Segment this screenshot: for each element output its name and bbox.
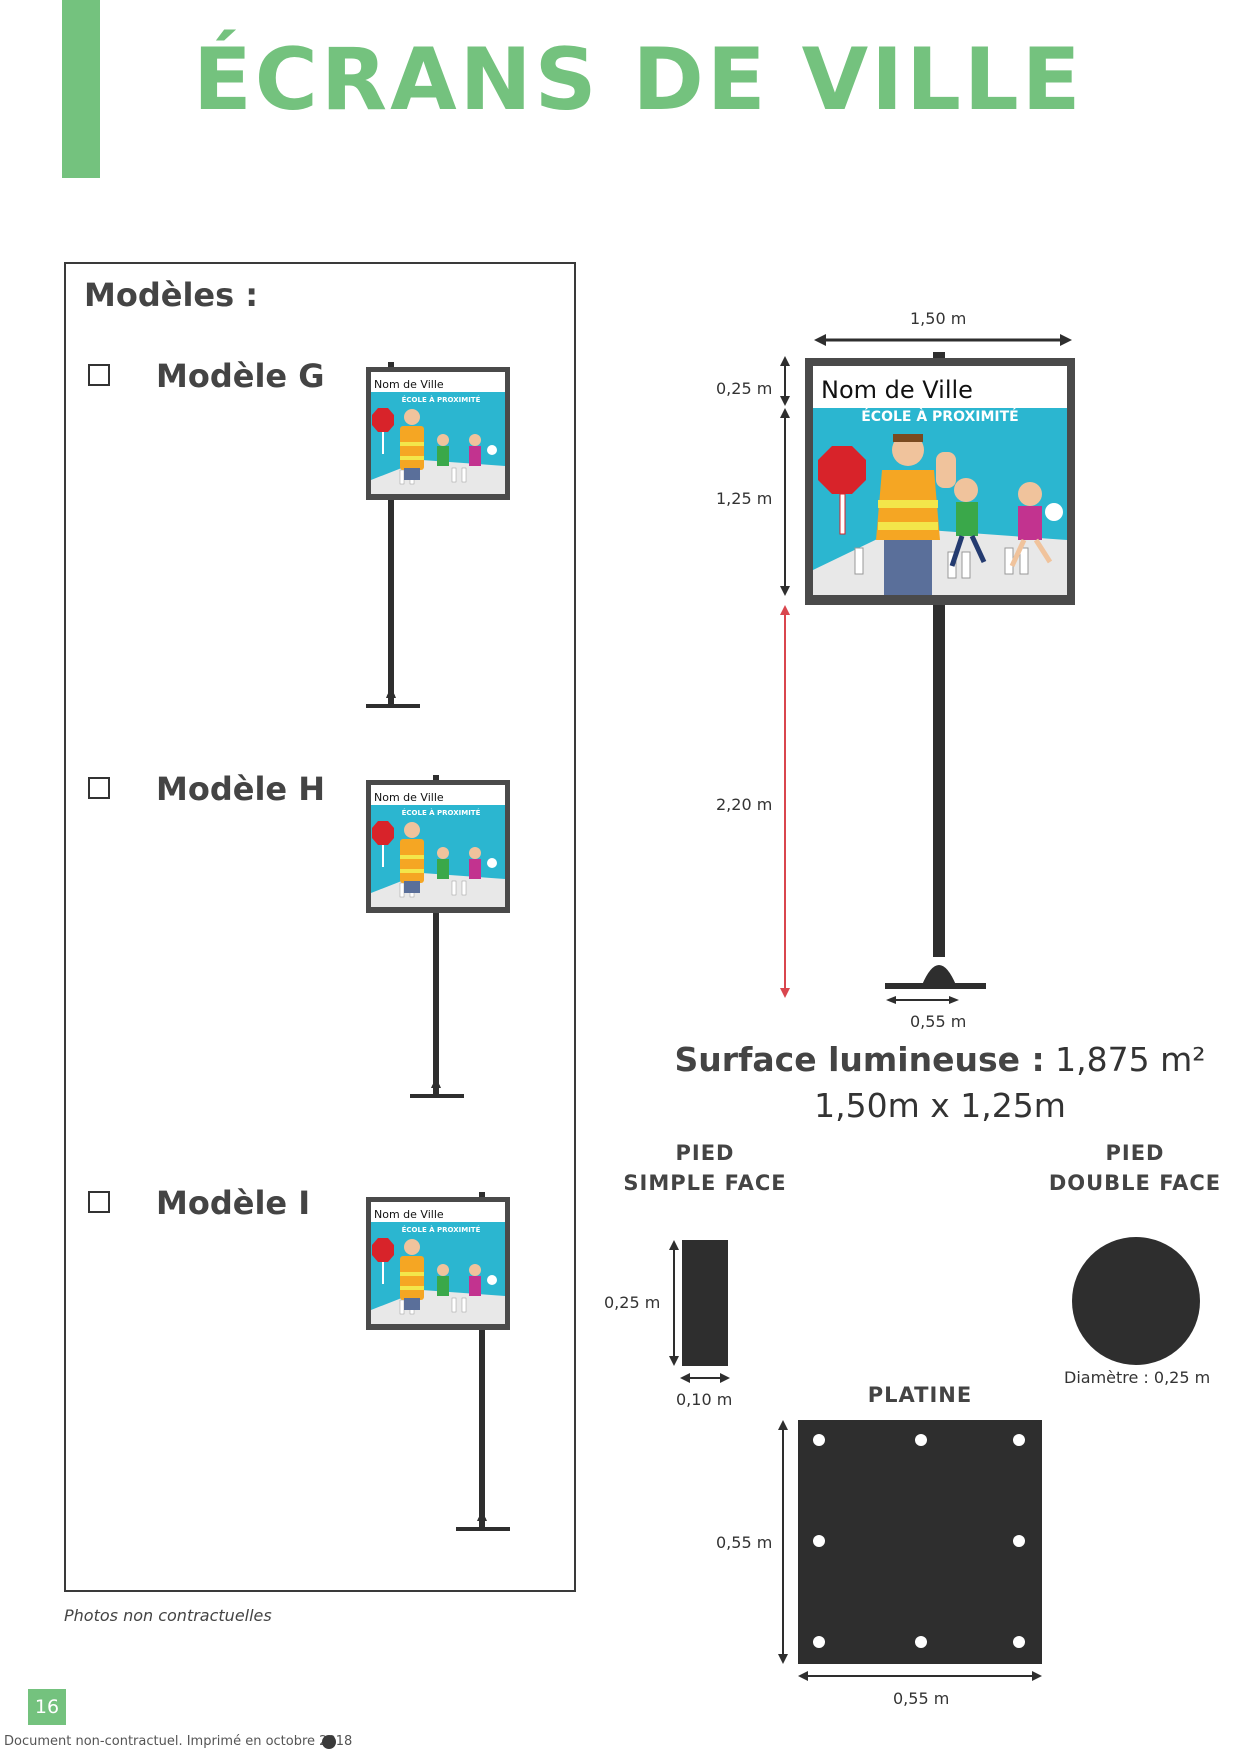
dim-pole-height-label: 2,20 m (716, 795, 773, 814)
pied-double-label-1: PIED (1105, 1141, 1165, 1165)
pied-simple-heading: PIED SIMPLE FACE (610, 1138, 800, 1198)
pied-simple-label-2: SIMPLE FACE (623, 1171, 787, 1195)
page-title: ÉCRANS DE VILLE (193, 30, 1084, 130)
large-sign-subtitle: ÉCOLE À PROXIMITÉ (861, 409, 1019, 425)
model-i-sign-subtitle: ÉCOLE À PROXIMITÉ (401, 1226, 481, 1234)
model-g-sign-name: Nom de Ville (374, 378, 444, 391)
pied-simple-label-1: PIED (675, 1141, 735, 1165)
pied-simple-width-label: 0,10 m (676, 1390, 733, 1409)
dim-header-height-label: 0,25 m (716, 379, 773, 398)
model-h-label: Modèle H (156, 770, 326, 808)
footer-icon (322, 1735, 336, 1749)
dim-base-width-label: 0,55 m (910, 1012, 967, 1031)
model-g-sign-subtitle: ÉCOLE À PROXIMITÉ (401, 396, 481, 404)
surface-value: 1,875 m² (1055, 1040, 1206, 1079)
model-h-sign-subtitle: ÉCOLE À PROXIMITÉ (401, 809, 481, 817)
footer-text: Document non-contractuel. Imprimé en oct… (4, 1734, 353, 1749)
pied-simple-height-label: 0,25 m (604, 1293, 661, 1312)
page-number: 16 (28, 1689, 66, 1725)
model-i-checkbox[interactable] (88, 1191, 110, 1213)
models-panel (64, 262, 576, 1592)
large-sign-name: Nom de Ville (821, 376, 973, 404)
model-g-sign-illustration (366, 362, 510, 708)
platine-width-label: 0,55 m (893, 1689, 950, 1708)
model-g-label: Modèle G (156, 357, 325, 395)
accent-bar (62, 0, 100, 178)
model-g-checkbox[interactable] (88, 364, 110, 386)
surface-size: 1,50m x 1,25m (814, 1086, 1066, 1125)
surface-line: Surface lumineuse : 1,875 m² (600, 1040, 1240, 1079)
model-i-sign-name: Nom de Ville (374, 1208, 444, 1221)
model-h-sign-name: Nom de Ville (374, 791, 444, 804)
models-heading: Modèles : (84, 276, 259, 314)
pied-double-label-2: DOUBLE FACE (1048, 1171, 1222, 1195)
model-i-sign-illustration (366, 1192, 510, 1531)
platine-height-label: 0,55 m (716, 1533, 773, 1552)
model-h-checkbox[interactable] (88, 777, 110, 799)
model-h-sign-illustration (366, 775, 510, 1098)
platine-heading: PLATINE (867, 1383, 973, 1407)
dim-panel-height-label: 1,25 m (716, 489, 773, 508)
pied-double-heading: PIED DOUBLE FACE (1040, 1138, 1230, 1198)
dim-width-label: 1,50 m (910, 309, 967, 328)
surface-label: Surface lumineuse : (674, 1040, 1045, 1079)
photos-note: Photos non contractuelles (64, 1606, 272, 1625)
pied-double-diameter-label: Diamètre : 0,25 m (1064, 1368, 1211, 1387)
model-i-label: Modèle I (156, 1184, 311, 1222)
